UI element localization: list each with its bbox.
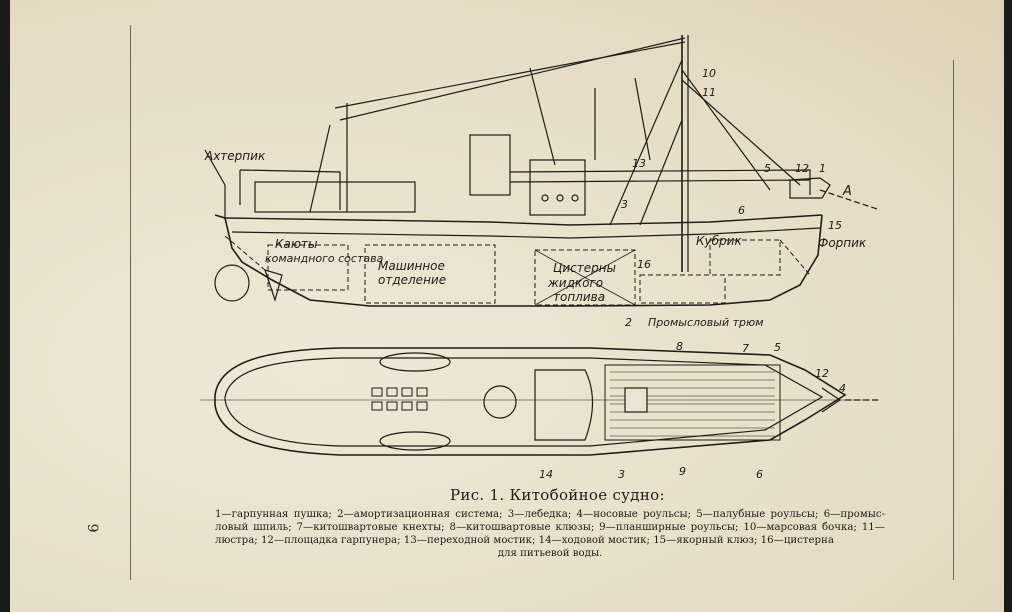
- left-margin-rule: [130, 25, 131, 580]
- right-margin-rule: [953, 60, 954, 580]
- plan-callout-7: 7: [742, 342, 749, 355]
- callout-6: 6: [738, 204, 745, 217]
- whaler-drawing: Ахтерпик Каюты командного состава Машинн…: [200, 35, 881, 481]
- plan-view: [200, 347, 880, 456]
- plan-callout-12: 12: [815, 367, 829, 380]
- callout-5: 5: [764, 162, 771, 175]
- figure-legend: 1—гарпунная пушка; 2—амортизационная сис…: [215, 508, 885, 560]
- label-kubrik: Кубрик: [696, 234, 742, 248]
- callout-10: 10: [702, 67, 716, 80]
- legend-line-1: 1—гарпунная пушка; 2—амортизационная сис…: [215, 509, 885, 520]
- book-page: 6: [10, 0, 1004, 612]
- callout-3: 3: [621, 198, 628, 211]
- label-point-a: A: [842, 184, 852, 199]
- plan-callout-6: 6: [756, 468, 763, 481]
- label-promyslovy: Промысловый трюм: [648, 316, 764, 329]
- plan-callout-3: 3: [618, 468, 625, 481]
- label-yakhterpik: Ахтерпик: [204, 149, 266, 163]
- plan-callout-4: 4: [839, 382, 846, 395]
- plan-callout-14: 14: [539, 468, 553, 481]
- label-komandnogo: командного состава: [265, 252, 384, 265]
- figure-caption: Рис. 1. Китобойное судно:: [450, 486, 665, 504]
- label-forpik: Форпик: [818, 236, 867, 250]
- callout-13: 13: [632, 157, 646, 170]
- legend-line-3: 11—люстра; 12—площадка гарпунера; 13—пер…: [215, 522, 885, 546]
- plan-callout-9: 9: [679, 465, 686, 478]
- label-mashinnoe: Машинное: [378, 259, 445, 273]
- plan-callout-8: 8: [676, 340, 683, 353]
- legend-line-4: для питьевой воды.: [497, 548, 603, 559]
- plan-callout-5: 5: [774, 341, 781, 354]
- callout-11: 11: [702, 86, 716, 99]
- side-elevation: [204, 35, 881, 307]
- callout-1: 1: [819, 162, 826, 175]
- label-tsisterny: Цистерны: [553, 261, 616, 275]
- legend-line-2: ловый шпиль; 7—китошвартовые кнехты; 8—к…: [215, 522, 857, 533]
- label-otdelenie: отделение: [378, 273, 446, 287]
- callout-2: 2: [625, 316, 632, 329]
- callout-16: 16: [637, 258, 651, 271]
- label-zhidkogo: жидкого: [547, 276, 603, 290]
- callout-15: 15: [828, 219, 842, 232]
- label-topliva: топлива: [553, 290, 605, 304]
- label-kayuty: Каюты: [275, 237, 317, 251]
- callout-12: 12: [795, 162, 809, 175]
